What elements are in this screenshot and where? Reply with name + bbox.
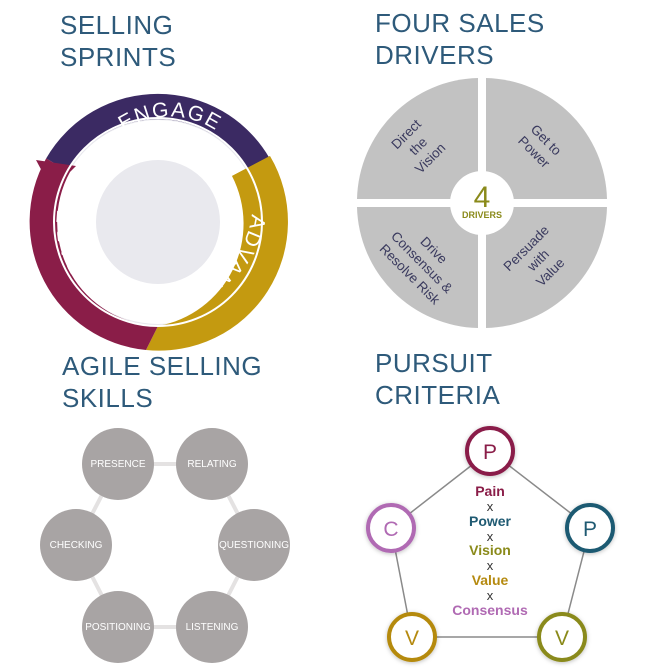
drivers-center-number: 4 [474,181,491,214]
skill-node-checking: CHECKING [40,509,112,581]
quadrant-bottom-right [486,207,607,328]
criteria-node-consensus: C [366,503,416,553]
criteria-node-pain: P [465,426,515,476]
sprint-ring-base [56,120,260,324]
skill-circle [40,509,112,581]
selling-sprints-heading-line2: SPRINTS [60,42,176,72]
agile-skills-section: AGILE SELLING SKILLS PRESENCE RELATING Q… [40,351,290,663]
selling-sprints-heading-line1: SELLING [60,10,173,40]
sales-drivers-heading-line2: DRIVERS [375,40,494,70]
criteria-word-power: Power [469,513,512,529]
criteria-times: x [487,529,494,544]
skill-label: LISTENING [186,622,239,633]
skill-label: RELATING [187,459,236,470]
criteria-letter: C [383,518,398,541]
advance-segment [146,156,288,351]
skill-node-questioning: QUESTIONING [218,509,290,581]
quadrant-top-right [486,78,607,199]
criteria-times: x [487,499,494,514]
agile-skills-heading-line1: AGILE SELLING [62,351,262,381]
agile-skills-heading-line2: SKILLS [62,383,153,413]
skill-label: QUESTIONING [219,540,289,551]
criteria-circle [537,612,587,662]
pursuit-criteria-heading-line1: PURSUIT [375,348,493,378]
skill-circle [82,428,154,500]
skill-circle [218,509,290,581]
skill-label: PRESENCE [90,459,145,470]
engage-segment [46,93,270,171]
prepare-segment [29,158,158,350]
drivers-center-circle [450,171,514,235]
criteria-word-value: Value [472,572,509,588]
pursuit-criteria-heading-line2: CRITERIA [375,380,501,410]
criteria-circle [465,426,515,476]
criteria-word-vision: Vision [469,542,511,558]
criteria-letter: P [583,518,597,541]
skill-label: POSITIONING [85,622,151,633]
skill-circle [176,591,248,663]
criteria-circle [387,612,437,662]
pursuit-criteria-section: PURSUIT CRITERIA P P V V C Pain x Power … [366,348,615,662]
criteria-node-value: V [387,612,437,662]
criteria-letter: P [483,441,497,464]
advance-arrow-tip [232,156,270,185]
criteria-letter: V [405,627,419,650]
selling-sprints-section: SELLING SPRINTS ENGAGE ADVANCE PREPARE [29,10,288,351]
skill-circle [82,591,154,663]
criteria-circle [366,503,416,553]
sales-drivers-section: FOUR SALES DRIVERS 4 DRIVERS Direct the … [357,8,607,328]
criteria-times: x [487,558,494,573]
skill-node-listening: LISTENING [176,591,248,663]
criteria-word-pain: Pain [475,483,505,499]
criteria-node-vision: V [537,612,587,662]
criteria-node-power: P [565,503,615,553]
prepare-arrow-tip [36,160,76,190]
sprint-inner-edge [53,117,263,327]
skill-node-presence: PRESENCE [82,428,154,500]
skill-node-relating: RELATING [176,428,248,500]
quadrant-top-left [357,78,478,199]
sales-drivers-heading-line1: FOUR SALES [375,8,545,38]
drivers-center-label: DRIVERS [462,210,502,220]
skill-label: CHECKING [50,540,103,551]
criteria-times: x [487,588,494,603]
criteria-circle [565,503,615,553]
criteria-letter: V [555,627,569,650]
quadrant-bottom-left [357,207,478,328]
skill-node-positioning: POSITIONING [82,591,154,663]
criteria-word-consensus: Consensus [452,602,528,618]
skill-circle [176,428,248,500]
